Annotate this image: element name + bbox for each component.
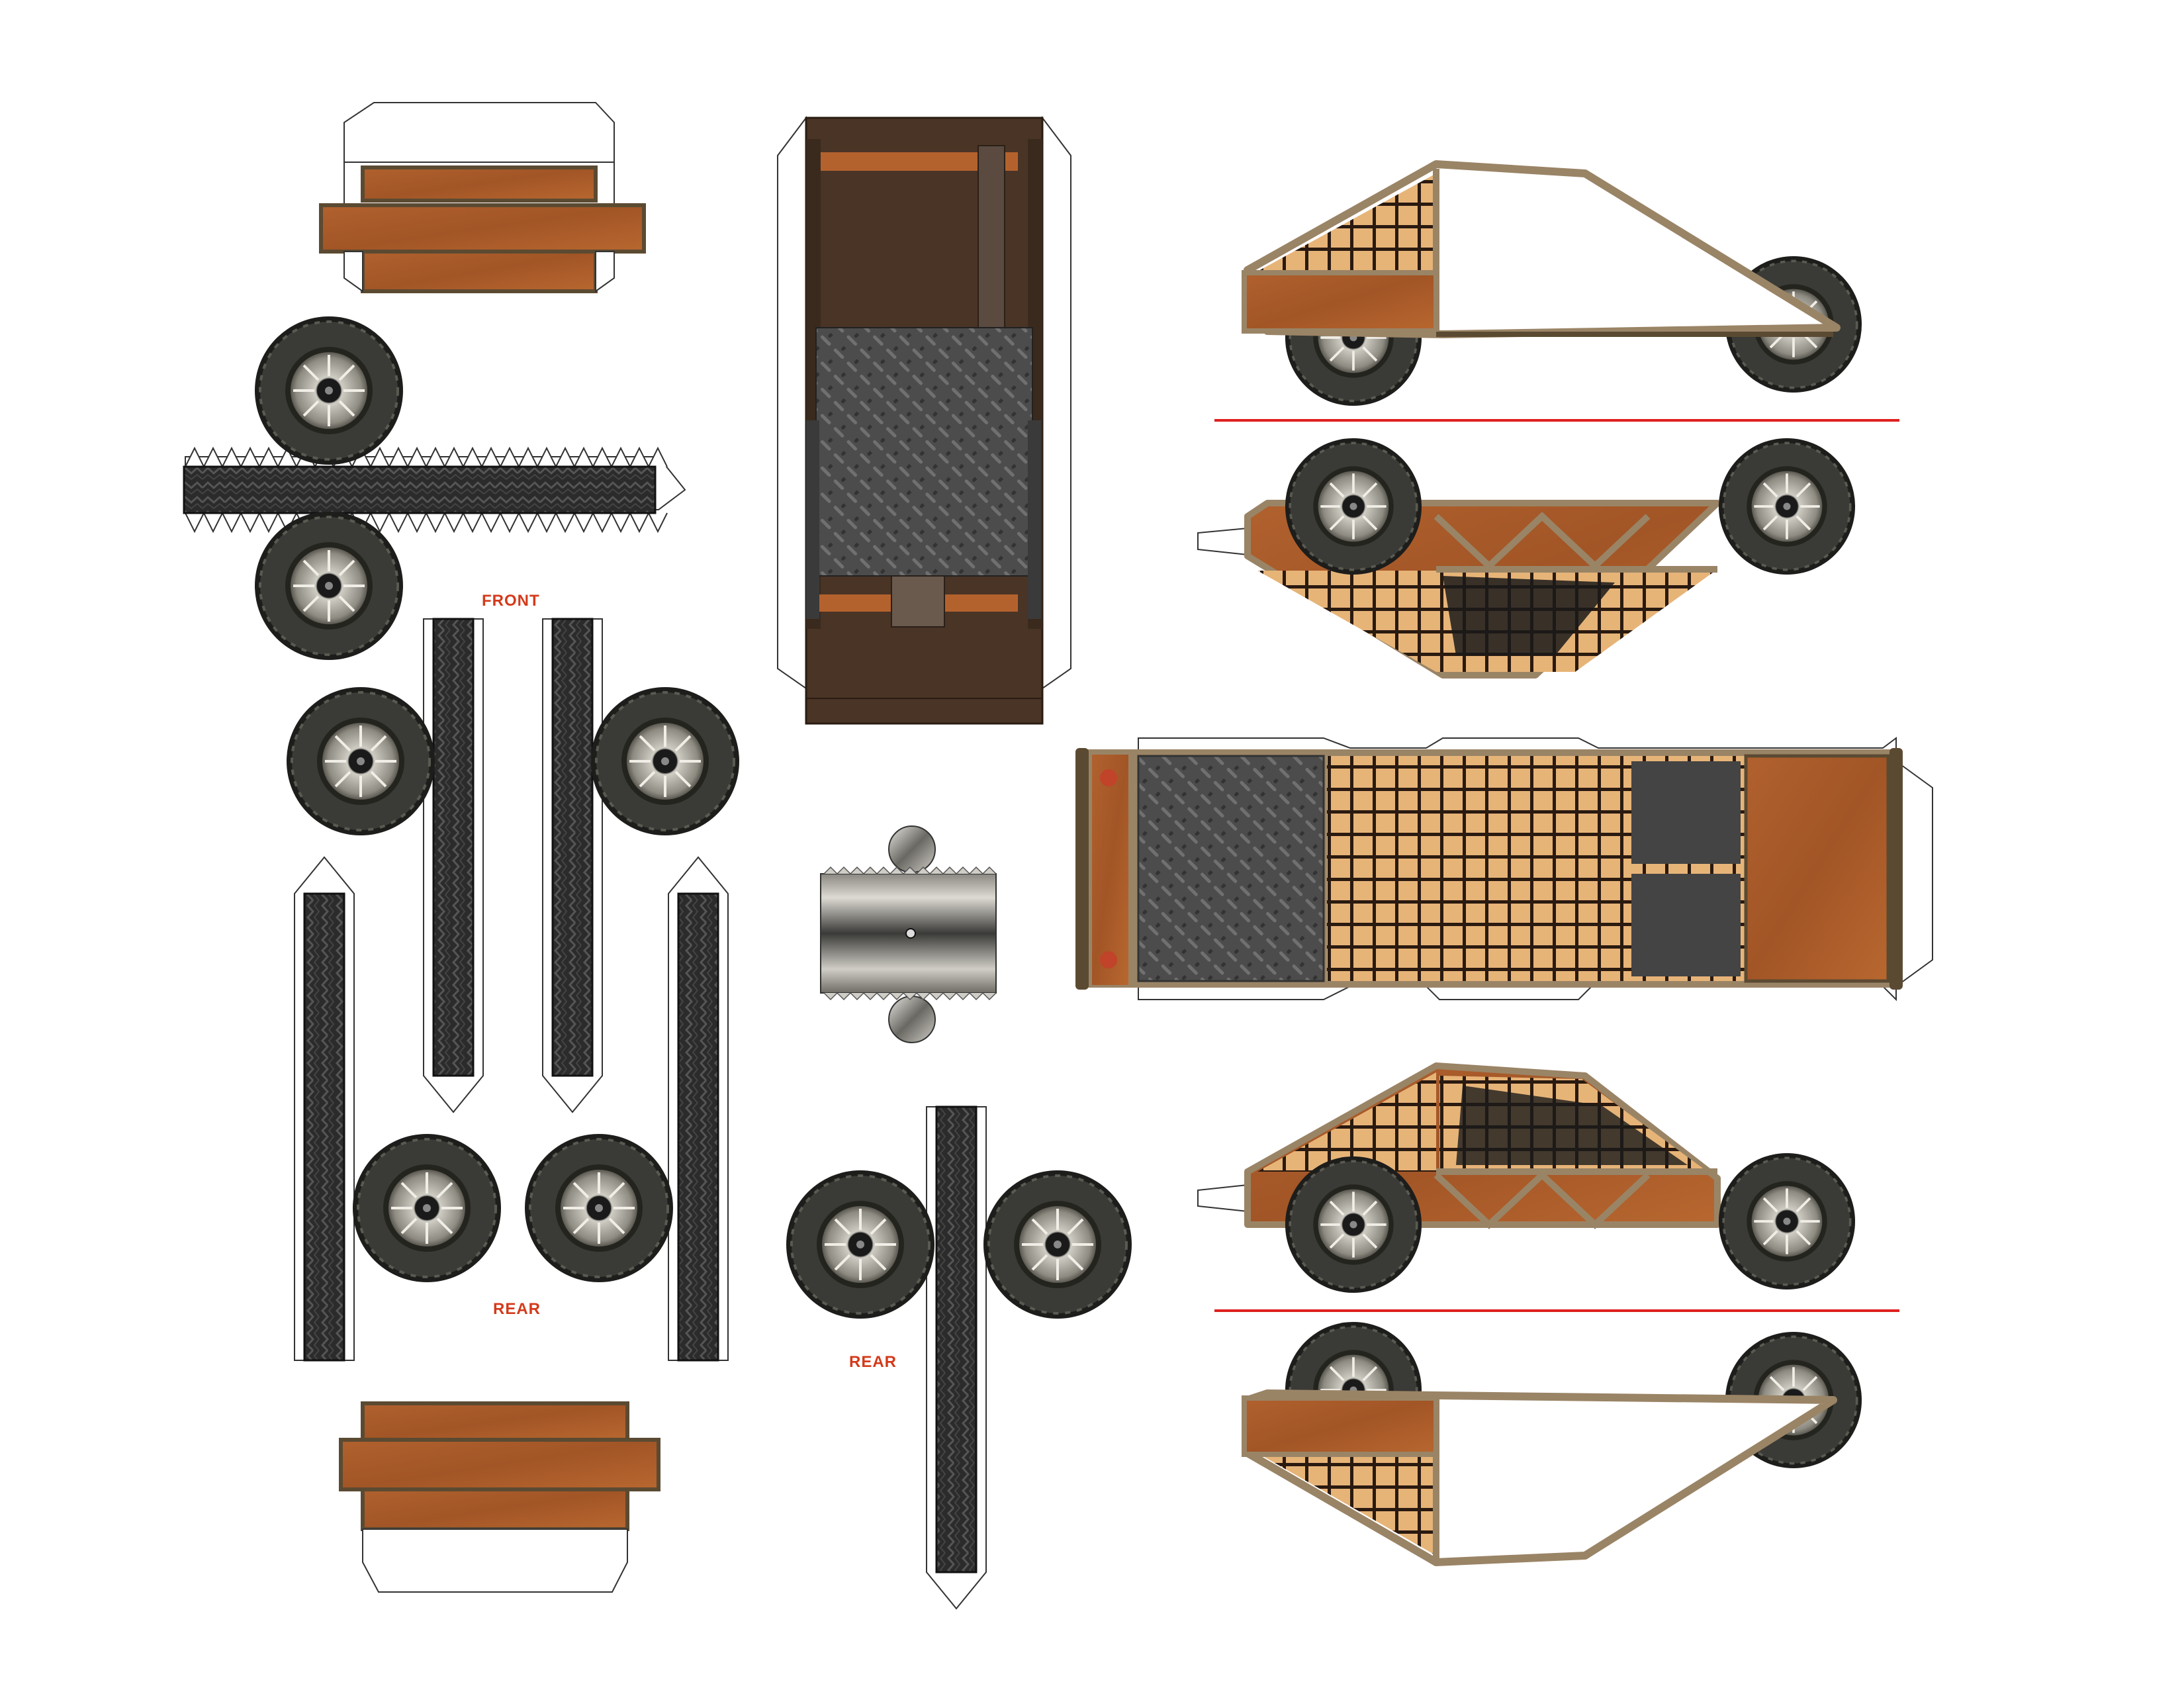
label-rear-right: REAR — [849, 1353, 897, 1371]
wheel-icon — [253, 510, 404, 661]
label-rear-left: REAR — [493, 1300, 541, 1318]
tread-strip-center — [926, 1105, 987, 1610]
wheel-icon — [285, 686, 436, 837]
wheel-icon — [351, 1133, 502, 1284]
wheel-icon — [785, 1169, 936, 1320]
floor-panel — [777, 116, 1071, 725]
bottom-box-piece — [339, 1401, 660, 1593]
wheel-icon — [523, 1133, 674, 1284]
side-panel-bottom-inner — [1197, 1062, 1856, 1294]
side-panel-top-inner — [1197, 437, 1856, 679]
body-top-panel — [1075, 737, 1933, 1002]
wheel-icon — [253, 315, 404, 466]
axle-cylinder — [820, 825, 997, 1043]
top-box-piece — [319, 102, 646, 293]
tread-strips-left — [294, 618, 729, 1362]
wheel-icon — [590, 686, 741, 837]
wheel-icon — [982, 1169, 1133, 1320]
label-front: FRONT — [482, 592, 540, 610]
side-panel-top-outer — [1242, 160, 1863, 407]
tire-strip-horizontal — [183, 446, 686, 534]
side-panel-bottom-outer — [1242, 1321, 1863, 1566]
